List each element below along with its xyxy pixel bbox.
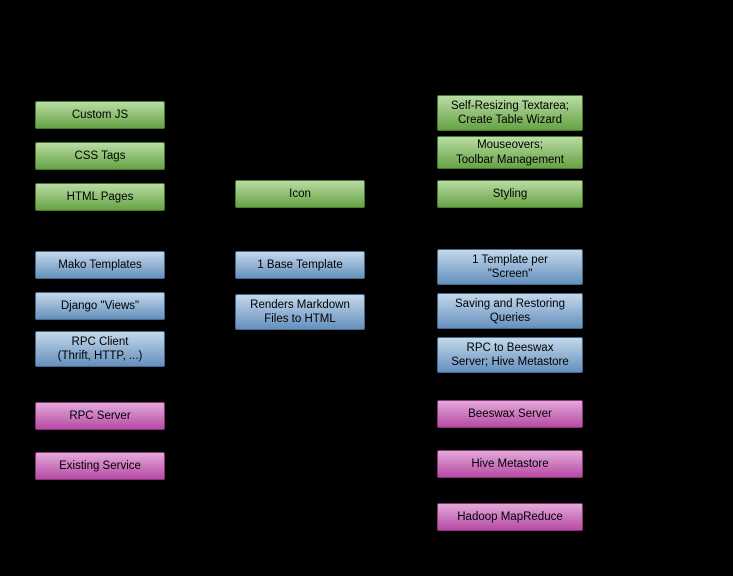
diagram-box-label: Renders Markdown Files to HTML xyxy=(250,298,350,325)
diagram-box-existing-service: Existing Service xyxy=(35,452,165,480)
diagram-box-self-resizing-textarea: Self-Resizing Textarea; Create Table Wiz… xyxy=(437,95,583,131)
diagram-box-label: CSS Tags xyxy=(74,149,126,162)
diagram-box-saving-restoring-queries: Saving and Restoring Queries xyxy=(437,293,583,329)
diagram-box-label: RPC Server xyxy=(69,409,131,422)
diagram-box-label: Django "Views" xyxy=(60,299,140,312)
diagram-box-rpc-client: RPC Client (Thrift, HTTP, ...) xyxy=(35,331,165,367)
diagram-box-css-tags: CSS Tags xyxy=(35,142,165,170)
diagram-box-label: Custom JS xyxy=(71,108,129,121)
diagram-box-mouseovers: Mouseovers; Toolbar Management xyxy=(437,136,583,169)
diagram-box-label: HTML Pages xyxy=(66,190,134,203)
diagram-box-label: Mouseovers; Toolbar Management xyxy=(455,139,565,166)
diagram-box-rpc-server: RPC Server xyxy=(35,402,165,430)
diagram-box-template-per-screen: 1 Template per "Screen" xyxy=(437,249,583,285)
diagram-box-label: Hive Metastore xyxy=(471,457,549,470)
diagram-box-label: Saving and Restoring Queries xyxy=(455,297,565,324)
diagram-box-hive-metastore: Hive Metastore xyxy=(437,450,583,478)
diagram-box-html-pages: HTML Pages xyxy=(35,183,165,211)
diagram-box-label: Beeswax Server xyxy=(468,407,552,420)
diagram-box-custom-js: Custom JS xyxy=(35,101,165,129)
diagram-box-label: Existing Service xyxy=(59,459,141,472)
diagram-box-label: 1 Base Template xyxy=(257,258,343,271)
diagram-box-beeswax-server: Beeswax Server xyxy=(437,400,583,428)
diagram-box-django-views: Django "Views" xyxy=(35,292,165,320)
diagram-box-label: Styling xyxy=(492,187,528,200)
diagram-box-label: RPC to Beeswax Server; Hive Metastore xyxy=(451,341,569,368)
diagram-box-hadoop-mapreduce: Hadoop MapReduce xyxy=(437,503,583,531)
diagram-box-label: RPC Client (Thrift, HTTP, ...) xyxy=(57,335,143,362)
diagram-box-base-template: 1 Base Template xyxy=(235,251,365,279)
diagram-box-renders-markdown: Renders Markdown Files to HTML xyxy=(235,294,365,330)
diagram-box-mako-templates: Mako Templates xyxy=(35,251,165,279)
diagram-box-icon: Icon xyxy=(235,180,365,208)
diagram-box-label: Self-Resizing Textarea; Create Table Wiz… xyxy=(450,99,570,126)
diagram-box-label: Hadoop MapReduce xyxy=(457,510,563,523)
diagram-box-label: Icon xyxy=(289,187,311,200)
diagram-box-label: Mako Templates xyxy=(58,258,142,271)
diagram-box-rpc-to-beeswax: RPC to Beeswax Server; Hive Metastore xyxy=(437,337,583,373)
diagram-box-styling: Styling xyxy=(437,180,583,208)
diagram-box-label: 1 Template per "Screen" xyxy=(472,253,548,280)
